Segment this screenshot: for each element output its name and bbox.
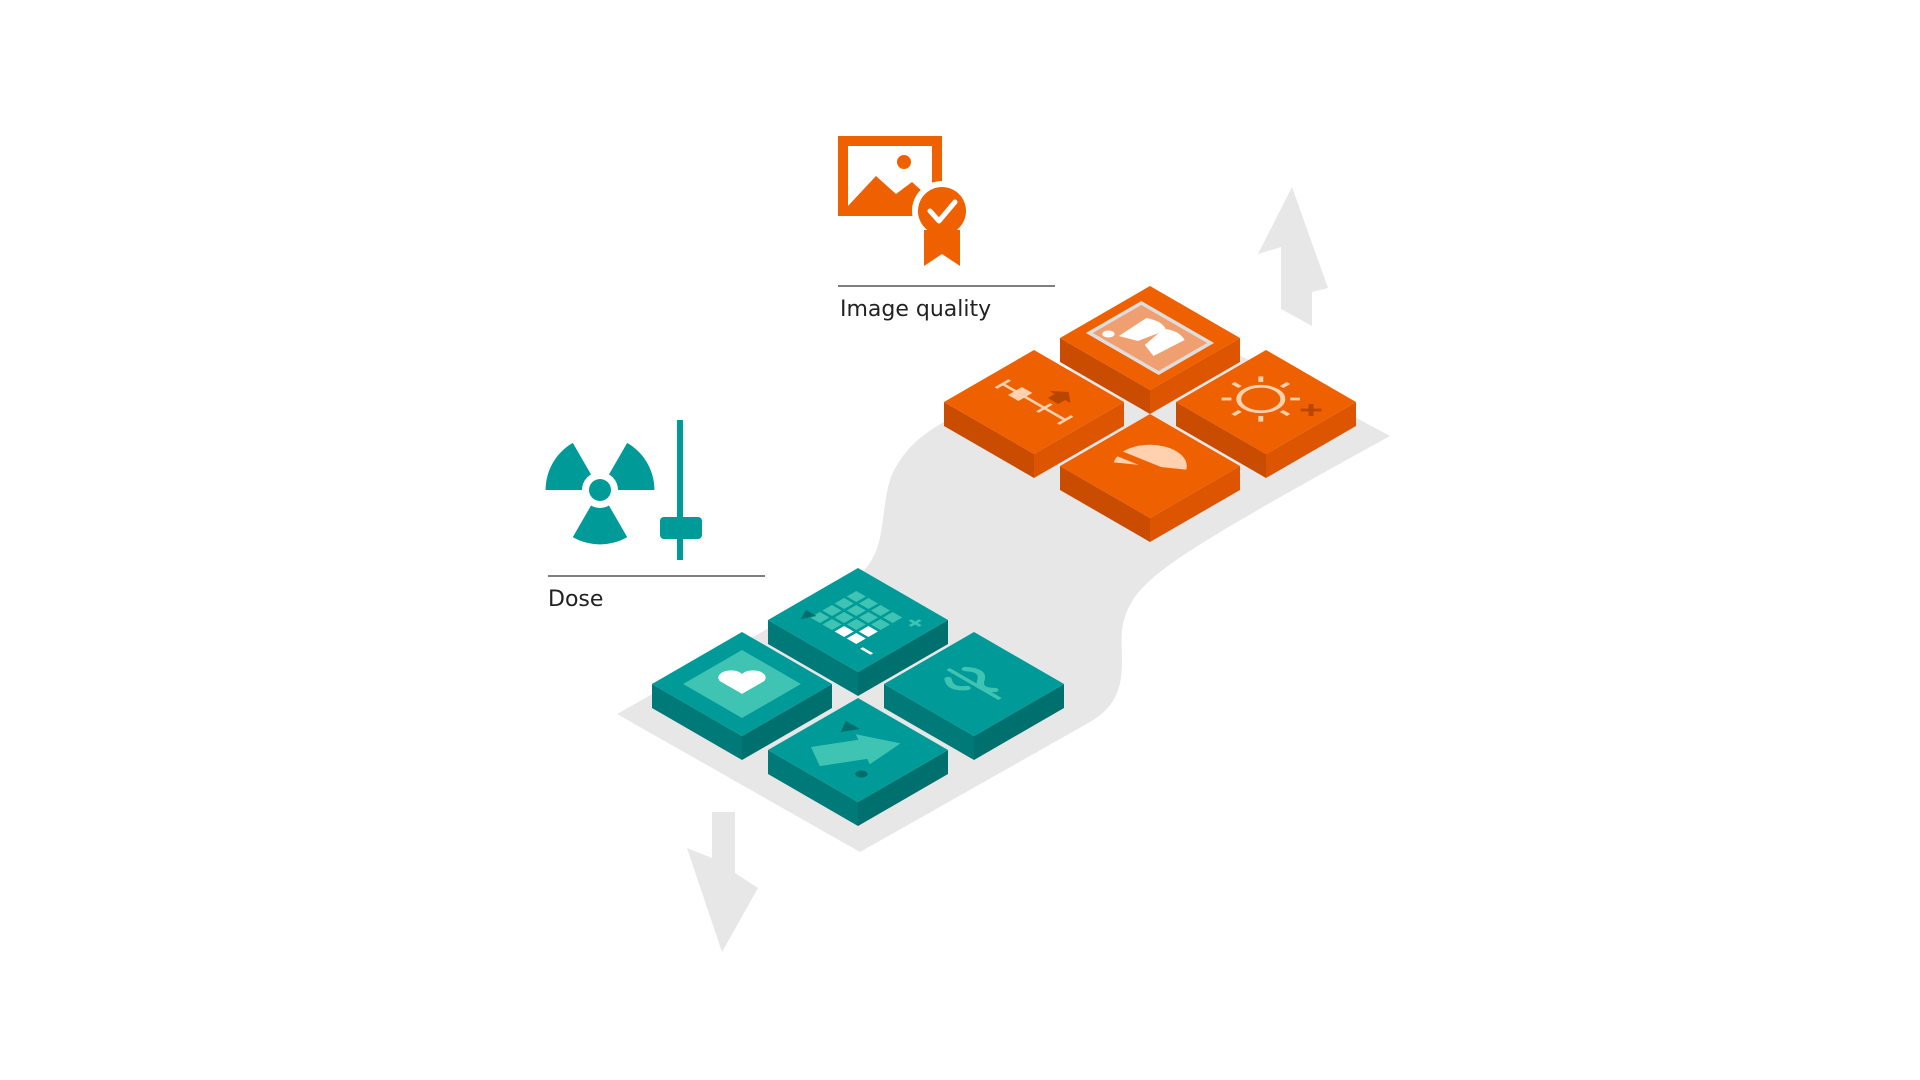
- contrast-half-circle-icon: [1112, 444, 1188, 483]
- image-quality-tile-group: [944, 286, 1356, 542]
- sun-brightness-icon: [1221, 376, 1322, 422]
- xray-chest-icon-tile: [1060, 286, 1240, 414]
- syringe-injector-icon: [810, 721, 901, 778]
- arrow-down-icon: [687, 812, 758, 952]
- medical-caduceus-icon-tile: [884, 632, 1064, 760]
- image-quality-certificate-icon: [838, 136, 972, 266]
- sun-brightness-icon-tile: [1176, 350, 1356, 478]
- calculator-grid-icon-tile: [768, 568, 948, 696]
- heart-icon-tile: [652, 632, 832, 760]
- exposure-slider-icon: [994, 379, 1074, 425]
- arrow-up-icon: [1258, 187, 1328, 326]
- image-quality-label: Image quality: [840, 297, 991, 322]
- heart-icon: [683, 650, 801, 718]
- radiation-slider-icon: [545, 420, 702, 560]
- xray-chest-icon: [1085, 301, 1215, 375]
- syringe-injector-icon-tile: [768, 698, 948, 826]
- exposure-slider-icon-tile: [944, 350, 1124, 478]
- dose-label: Dose: [548, 587, 603, 612]
- dose-tile-group: [652, 568, 1064, 826]
- medical-caduceus-icon: [944, 666, 1002, 700]
- contrast-half-circle-icon-tile: [1060, 414, 1240, 542]
